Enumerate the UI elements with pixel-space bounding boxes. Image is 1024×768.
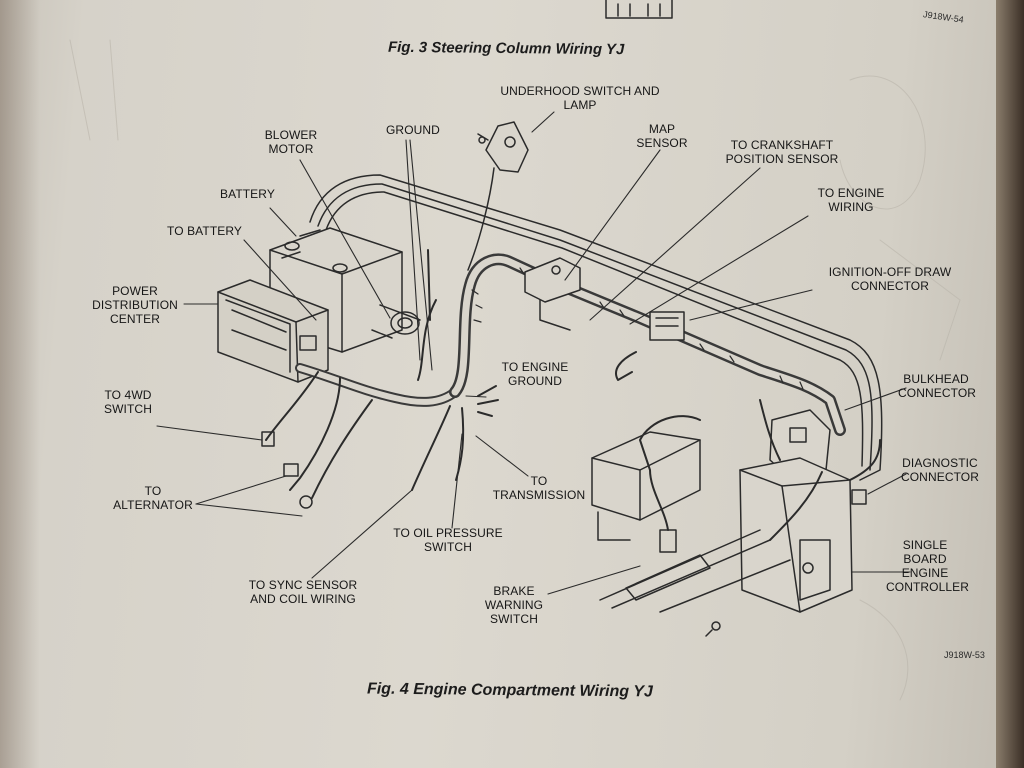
brake-warning-switch [599, 529, 791, 613]
label-to-4wd: TO 4WD SWITCH [104, 388, 152, 416]
leader-lines [156, 111, 911, 595]
fig3-fragment [605, 0, 673, 19]
label-ground: GROUND [386, 123, 440, 137]
wire-terminals [261, 431, 721, 637]
label-to-oil-pressure: TO OIL PRESSURE SWITCH [393, 526, 503, 554]
label-ignition-off: IGNITION-OFF DRAW CONNECTOR [828, 265, 952, 293]
label-to-transmission: TO TRANSMISSION [492, 474, 586, 502]
fender-outline [309, 174, 883, 481]
map-sensor [524, 257, 581, 331]
label-blower-motor: BLOWER MOTOR [264, 128, 318, 156]
blower-motor [371, 304, 421, 339]
label-crankshaft-sensor: TO CRANKSHAFT POSITION SENSOR [725, 138, 839, 166]
label-bulkhead: BULKHEAD CONNECTOR [898, 372, 977, 400]
show-through [69, 39, 961, 701]
label-to-battery: TO BATTERY [167, 224, 243, 238]
main-harness [295, 253, 846, 436]
label-engine-ground: TO ENGINE GROUND [501, 360, 569, 388]
fig4-code: J918W-53 [944, 650, 985, 660]
label-battery: BATTERY [220, 187, 275, 201]
ignition-off-connector [649, 311, 685, 341]
label-engine-wiring: TO ENGINE WIRING [817, 186, 885, 214]
label-power-distribution: POWER DISTRIBUTION CENTER [92, 284, 178, 326]
power-distribution-center [217, 279, 329, 383]
label-diagnostic: DIAGNOSTIC CONNECTOR [900, 456, 979, 484]
label-single-board-controller: SINGLE BOARD ENGINE CONTROLLER [886, 538, 970, 594]
underhood-lamp [467, 121, 529, 271]
label-map-sensor: MAP SENSOR [636, 122, 688, 150]
page-shadow [0, 0, 40, 768]
fig3-caption: Fig. 3 Steering Column Wiring YJ [387, 38, 625, 59]
book-spine [996, 0, 1024, 768]
label-brake-warning: BRAKE WARNING SWITCH [484, 584, 544, 626]
label-to-alternator: TO ALTERNATOR [113, 484, 193, 512]
label-underhood-switch: UNDERHOOD SWITCH AND LAMP [500, 84, 660, 112]
label-sync-sensor: TO SYNC SENSOR AND COIL WIRING [248, 578, 358, 606]
branch-wires [265, 249, 881, 541]
engine-controller [739, 457, 867, 613]
engine-wiring-illustration [69, 0, 961, 701]
fig4-caption: Fig. 4 Engine Compartment Wiring YJ [366, 680, 653, 701]
air-box [591, 431, 701, 541]
